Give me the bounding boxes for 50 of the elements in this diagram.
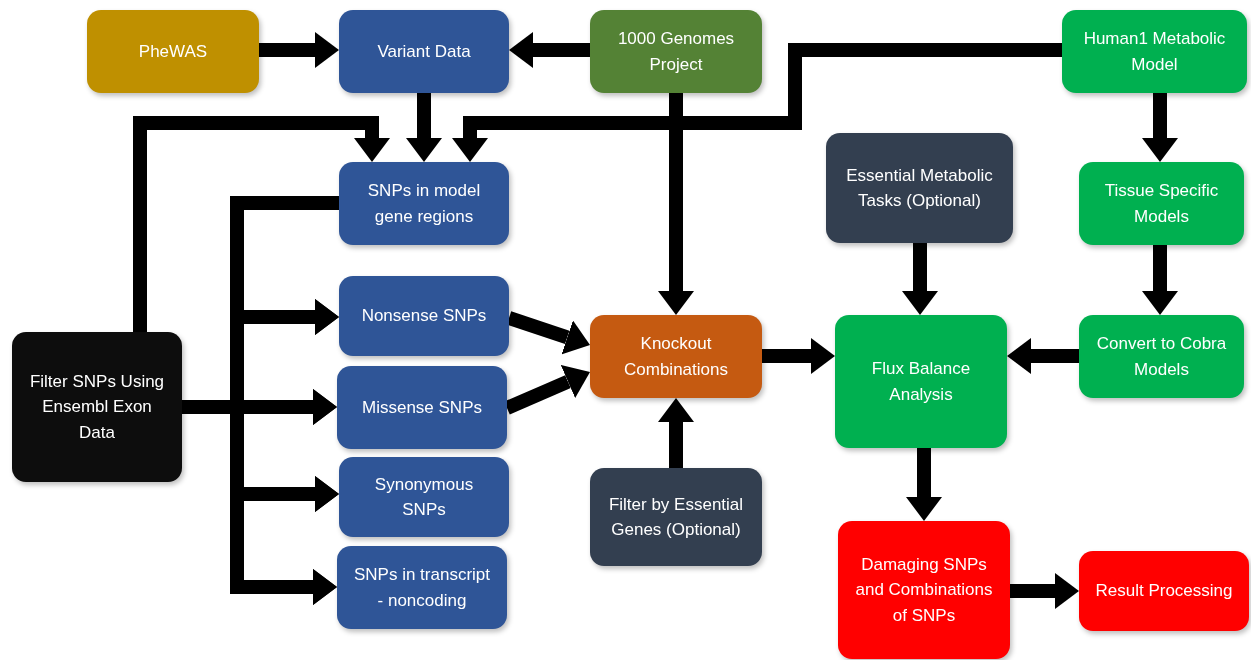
process-box	[1079, 315, 1244, 398]
process-box	[590, 315, 762, 398]
node-label: Variant Data	[377, 40, 471, 63]
process-box	[835, 315, 1007, 448]
node-label: SNPs in transcript - noncoding	[353, 564, 491, 612]
process-box	[1079, 162, 1244, 245]
node-label: Tissue Specific Models	[1103, 180, 1220, 228]
node-label: Filter by Essential Genes (Optional)	[607, 493, 745, 541]
process-box	[1062, 10, 1247, 93]
arrow	[452, 43, 1062, 162]
process-box	[339, 10, 509, 93]
node-label: Filter SNPs Using Ensembl Exon Data	[28, 370, 166, 444]
arrow	[902, 243, 938, 315]
process-box	[339, 162, 509, 245]
node-label: Essential Metabolic Tasks (Optional)	[845, 164, 994, 212]
process-box	[339, 457, 509, 537]
arrow	[1142, 245, 1178, 315]
node-label: Result Processing	[1095, 580, 1233, 603]
process-box	[838, 521, 1010, 659]
arrow	[1010, 573, 1079, 609]
node-label: Synonymous SNPs	[373, 473, 475, 521]
node-label: Flux Balance Analysis	[870, 358, 972, 406]
process-box	[337, 546, 507, 629]
process-box	[339, 276, 509, 356]
arrow	[406, 93, 442, 162]
process-box	[590, 468, 762, 566]
node-label: 1000 Genomes Project	[616, 28, 736, 76]
arrow	[762, 338, 835, 374]
arrow	[133, 116, 390, 332]
arrow	[1007, 338, 1079, 374]
node-label: SNPs in model gene regions	[366, 180, 482, 228]
node-label: Missense SNPs	[362, 396, 482, 419]
process-box	[337, 366, 507, 449]
node-label: Nonsense SNPs	[361, 305, 487, 328]
node-label: Human1 Metabolic Model	[1082, 28, 1227, 76]
process-box	[590, 10, 762, 93]
arrow	[658, 398, 694, 468]
node-label: Damaging SNPs and Combinations of SNPs	[854, 553, 994, 627]
arrow	[259, 32, 339, 68]
arrow	[509, 32, 590, 68]
process-box	[826, 133, 1013, 243]
process-box	[1079, 551, 1249, 631]
process-box	[12, 332, 182, 482]
arrow	[906, 448, 942, 521]
arrow	[658, 93, 694, 315]
node-label: PheWAS	[138, 40, 208, 63]
node-label: Knockout Combinations	[623, 333, 729, 381]
process-box	[87, 10, 259, 93]
node-label: Convert to Cobra Models	[1095, 333, 1228, 381]
arrow	[1142, 93, 1178, 162]
